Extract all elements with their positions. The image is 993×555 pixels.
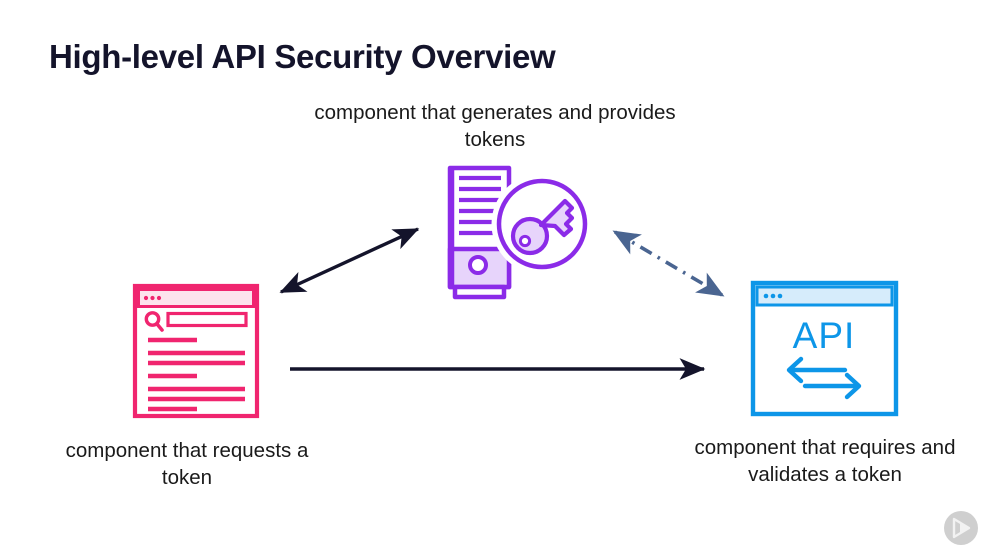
connector-requester-to-provider bbox=[279, 227, 420, 294]
caption-token-provider: component that generates and provides to… bbox=[314, 101, 676, 152]
caption-token-requester: component that requests a token bbox=[65, 439, 309, 490]
connector-provider-to-api bbox=[612, 230, 725, 297]
window-dots-icon bbox=[143, 295, 162, 301]
browser-window-api-icon: API bbox=[750, 280, 899, 417]
browser-window-search-icon bbox=[132, 283, 260, 419]
key-icon bbox=[510, 198, 575, 256]
search-icon bbox=[144, 311, 164, 332]
caption-api-consumer: component that requires and validates a … bbox=[694, 436, 956, 487]
page-title: High-level API Security Overview bbox=[49, 38, 556, 75]
exchange-arrows-icon bbox=[786, 356, 862, 400]
api-label: API bbox=[793, 315, 856, 356]
window-dots-icon bbox=[763, 293, 783, 299]
server-with-key-icon bbox=[447, 165, 593, 300]
play-logo-icon bbox=[944, 511, 978, 545]
